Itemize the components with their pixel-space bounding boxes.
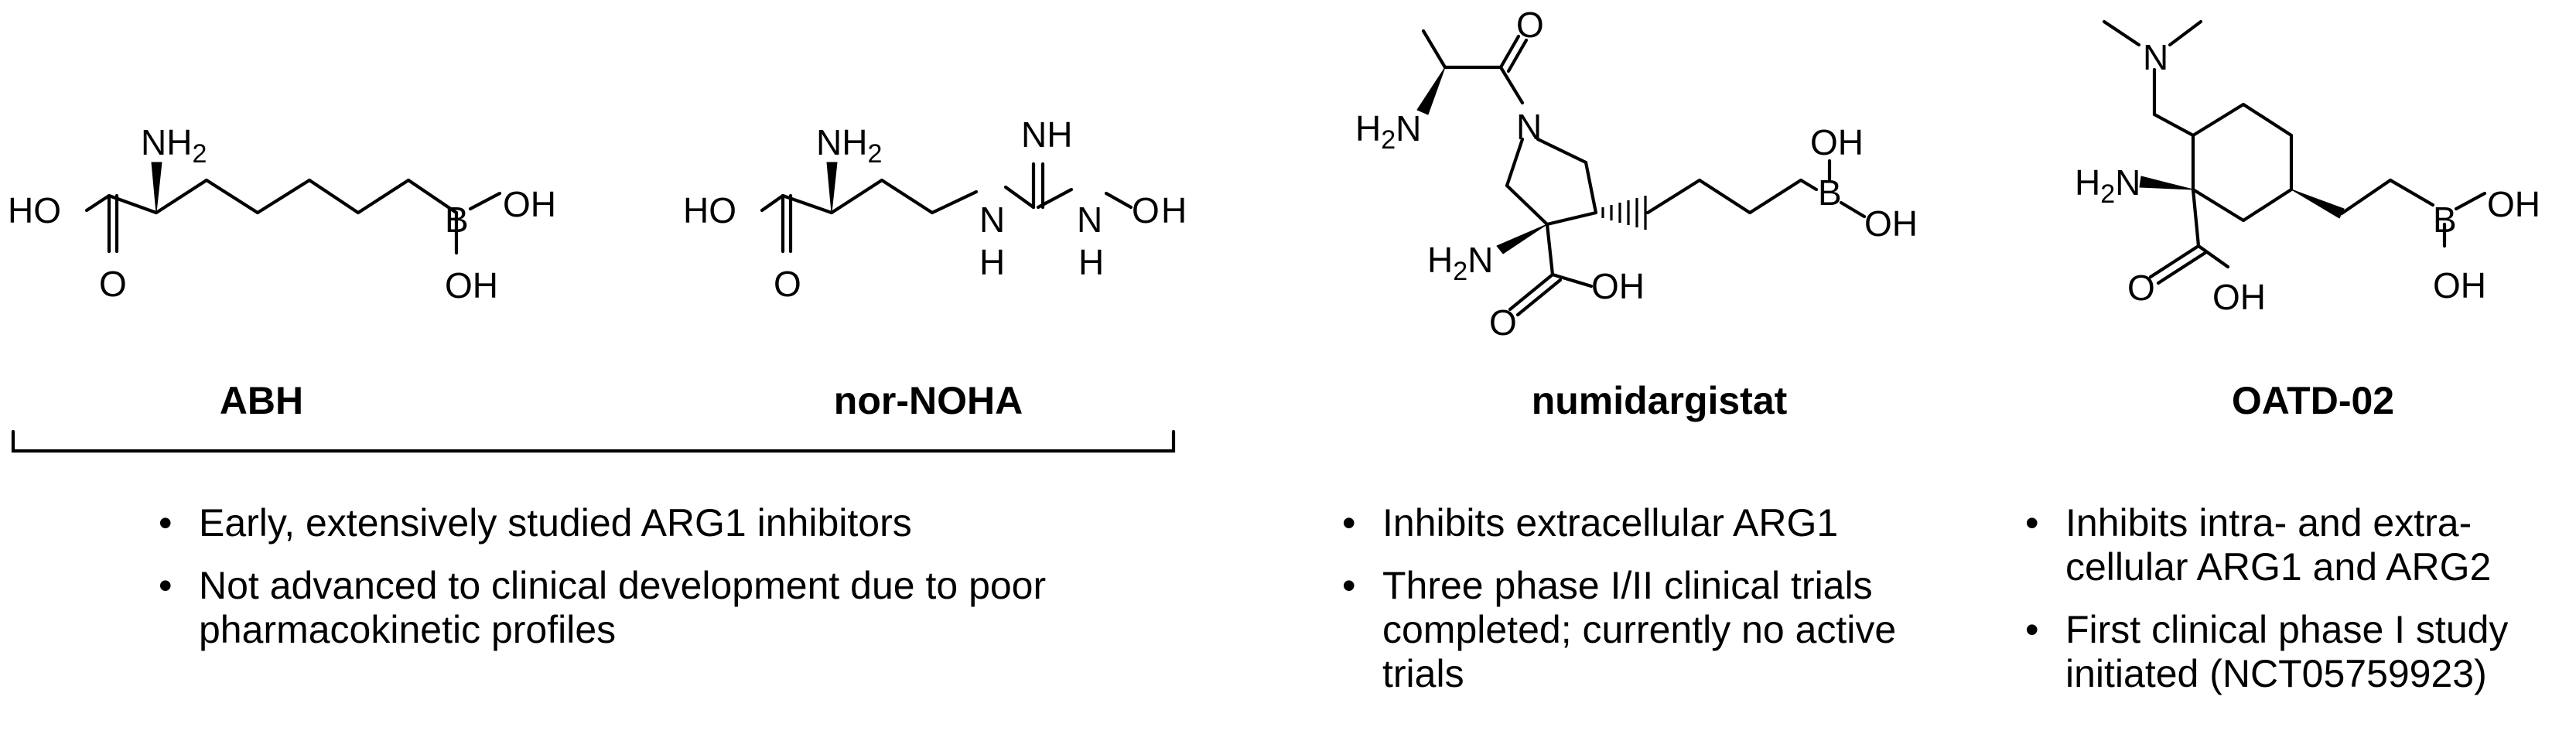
numi-b-label: B: [1818, 172, 1842, 213]
noha-h-label: H: [979, 242, 1005, 282]
oatd-b-label: B: [2433, 200, 2457, 240]
oatd-n-label: N: [2143, 37, 2168, 77]
noha-ho-label: HO: [683, 190, 736, 230]
abh-o-label: O: [99, 264, 127, 304]
numi-oh-label-3: OH: [1864, 203, 1918, 244]
oatd-oh-label-2: OH: [2487, 184, 2540, 224]
hash-bond: [1601, 196, 1647, 230]
bullets-oatd-02: Inhibits intra- and extra-cellular ARG1 …: [2025, 501, 2567, 715]
abh-ho-label: HO: [8, 190, 61, 230]
group-bracket: [11, 429, 1176, 453]
numi-o-label-2: O: [1489, 302, 1517, 343]
numi-oh-label: OH: [1591, 266, 1645, 306]
oatd-h2n-label: H2N: [2075, 162, 2140, 209]
abh-b-label: B: [445, 200, 469, 240]
bullet-item: Inhibits extracellular ARG1: [1342, 501, 1976, 545]
noha-n-label-2: N: [1077, 200, 1102, 240]
noha-nh-label: NH: [1021, 114, 1072, 155]
bullets-numidargistat: Inhibits extracellular ARG1 Three phase …: [1342, 501, 1976, 715]
numi-h2n-label: H2N: [1355, 108, 1421, 155]
numi-o-label: O: [1516, 5, 1544, 45]
abh-nh2-label: NH2: [141, 122, 207, 169]
noha-nh2-label: NH2: [816, 122, 882, 169]
oatd-o-label: O: [2127, 268, 2155, 308]
bullet-item: Early, extensively studied ARG1 inhibito…: [159, 501, 1164, 545]
bullet-item: Inhibits intra- and extra-cellular ARG1 …: [2025, 501, 2567, 589]
bullet-item: First clinical phase I study initiated (…: [2025, 608, 2567, 696]
noha-n-label: N: [979, 200, 1005, 240]
noha-o-label-2: O: [1132, 190, 1160, 230]
numi-n-label: N: [1516, 107, 1542, 147]
numi-oh-label-2: OH: [1810, 122, 1864, 162]
compound-name-numidargistat: numidargistat: [1532, 379, 1788, 422]
structure-nor-noha: HO O NH2 N H NH N H O H nor-NOHA: [683, 114, 1187, 422]
bullet-item: Not advanced to clinical development due…: [159, 564, 1164, 652]
structure-abh: HO O NH2 B OH OH ABH: [8, 122, 556, 422]
oatd-oh-label: OH: [2212, 277, 2266, 317]
bullet-item: Three phase I/II clinical trials complet…: [1342, 564, 1976, 696]
noha-h-label-2: H: [1078, 242, 1104, 282]
oatd-oh-label-3: OH: [2433, 265, 2486, 306]
noha-o-label: O: [774, 264, 801, 304]
structure-numidargistat: O H2N N H2N O OH OH B OH numidargistat: [1355, 5, 1918, 422]
compound-name-abh: ABH: [220, 379, 303, 422]
compound-name-nor-noha: nor-NOHA: [834, 379, 1023, 422]
abh-oh-label-2: OH: [445, 265, 498, 306]
compound-name-oatd-02: OATD-02: [2232, 379, 2394, 422]
noha-h-label-3: H: [1161, 190, 1187, 230]
numi-h2n-label-2: H2N: [1427, 240, 1493, 286]
abh-oh-label: OH: [503, 184, 556, 224]
bullets-early-inhibitors: Early, extensively studied ARG1 inhibito…: [159, 501, 1164, 671]
structure-oatd-02: N H2N O OH B OH OH OATD-02: [2075, 19, 2540, 422]
